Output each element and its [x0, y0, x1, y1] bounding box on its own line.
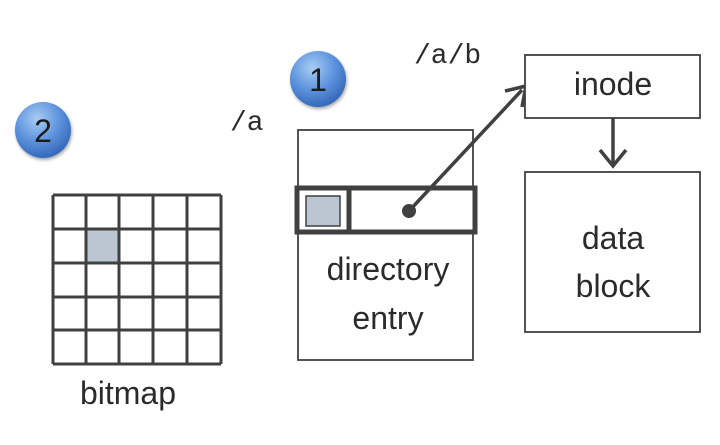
bitmap-grid [51, 193, 223, 366]
inode-box: inode [524, 54, 701, 119]
path-label-dir-a: /a [230, 108, 264, 139]
directory-entry-label-line1: directory [327, 251, 450, 287]
path-label-file-ab: /a/b [414, 41, 481, 72]
entry-name-field [305, 195, 341, 227]
step-badge-1: 1 [290, 51, 346, 107]
badge-1-number: 1 [309, 62, 327, 98]
badge-2-number: 2 [34, 113, 52, 149]
bitmap-allocated-cell [86, 230, 118, 262]
data-block-label-line1: data [582, 220, 644, 256]
data-block-box: data block [524, 171, 701, 333]
data-block-pointer-arrow [598, 118, 628, 169]
directory-entry-label-line2: entry [352, 300, 423, 336]
step-badge-2: 2 [15, 102, 71, 158]
bitmap-label: bitmap [80, 375, 176, 411]
inode-label: inode [574, 66, 652, 102]
directory-block: directory entry [294, 129, 478, 361]
data-block-label-line2: block [576, 268, 652, 304]
